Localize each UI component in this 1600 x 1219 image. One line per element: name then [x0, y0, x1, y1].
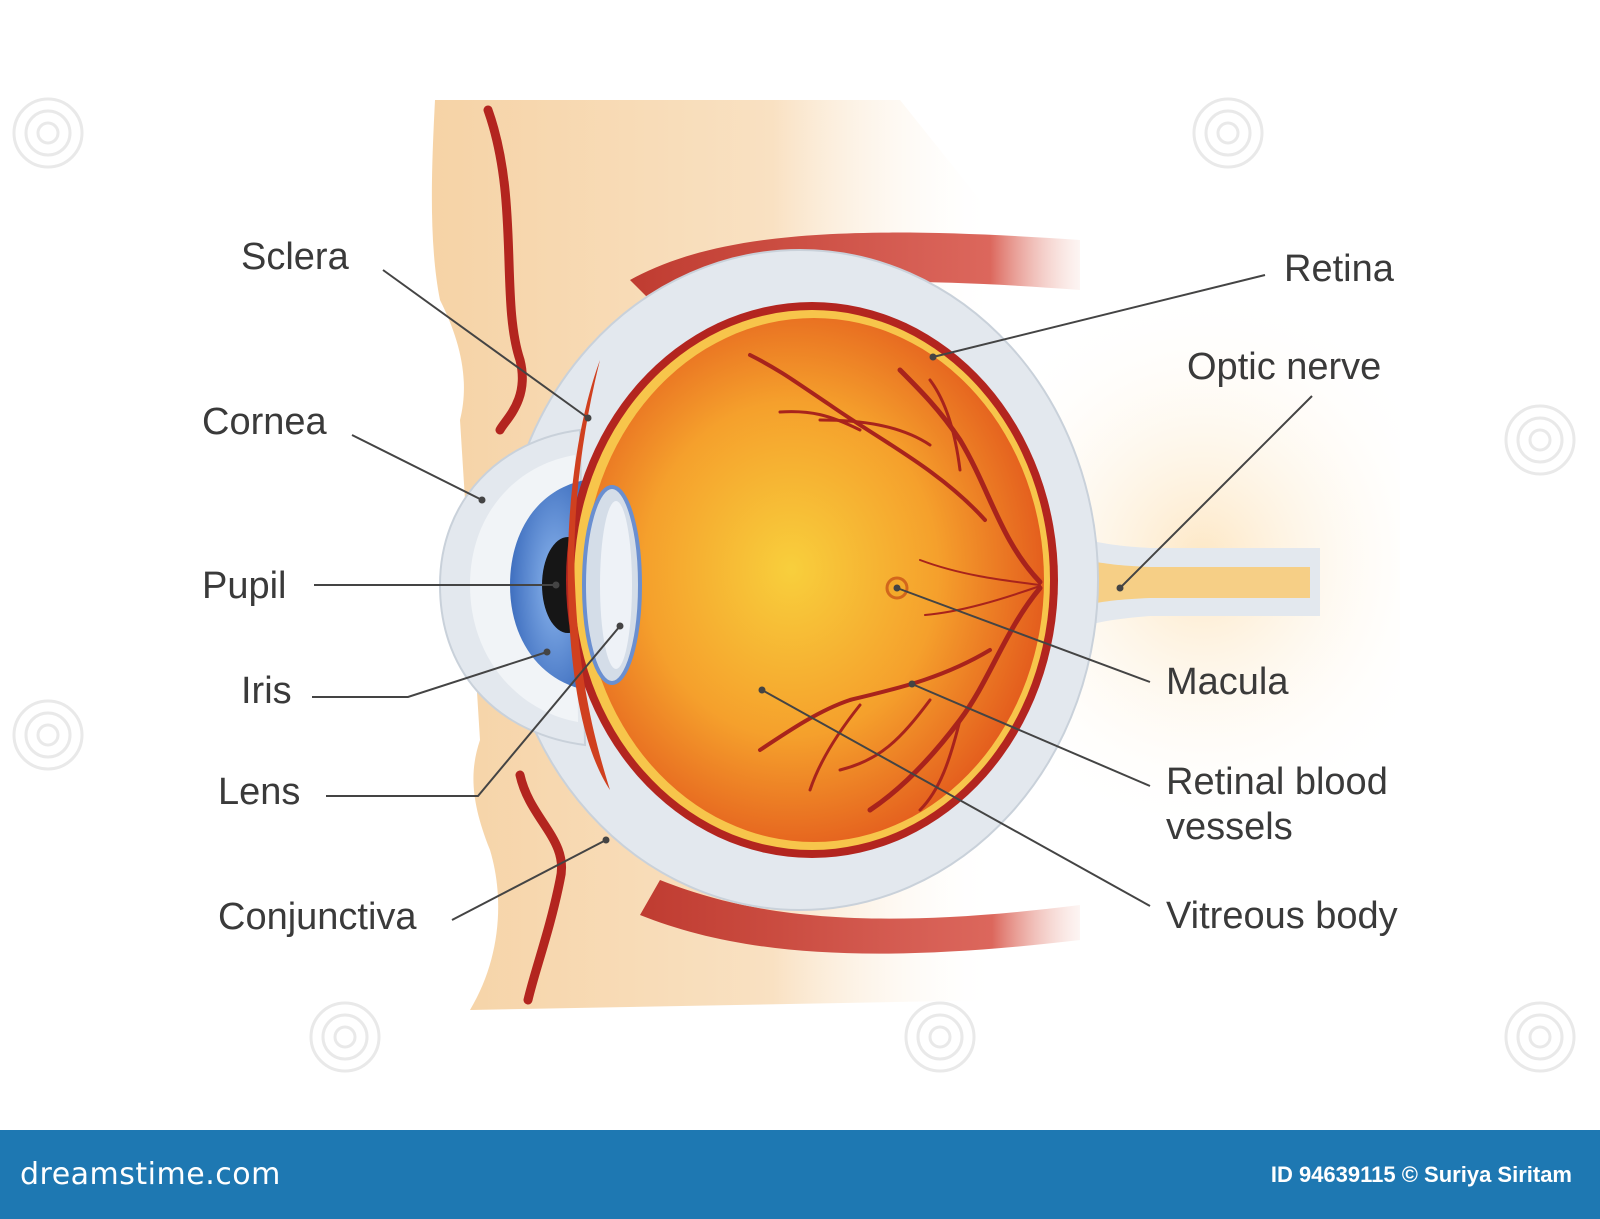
- optic-nerve-leader-dot: [1117, 585, 1124, 592]
- label-retinal-blood-vessels-line1: Retinal blood: [1166, 761, 1388, 803]
- vitreous-body-leader-dot: [759, 687, 766, 694]
- label-sclera: Sclera: [241, 236, 350, 278]
- macula-leader-dot: [894, 585, 901, 592]
- footer-credit: ID 94639115 © Suriya Siritam: [1271, 1162, 1572, 1188]
- label-iris: Iris: [241, 670, 292, 712]
- footer-site-logo[interactable]: dreamstime.com: [20, 1157, 281, 1192]
- watermark-swirl-icon: [14, 701, 82, 769]
- cornea-leader-dot: [479, 497, 486, 504]
- watermark-swirl-icon: [1194, 99, 1262, 167]
- eye-anatomy-diagram: Sclera Cornea Pupil Iris Lens Conjunctiv…: [0, 0, 1600, 1130]
- label-lens: Lens: [218, 771, 300, 813]
- lens-leader-dot: [617, 623, 624, 630]
- iris-leader-dot: [544, 649, 551, 656]
- label-retinal-blood-vessels-line2: vessels: [1166, 806, 1293, 848]
- footer-bar: dreamstime.com ID 94639115 © Suriya Siri…: [0, 1130, 1600, 1219]
- watermark-swirl-icon: [906, 1003, 974, 1071]
- label-pupil: Pupil: [202, 565, 287, 607]
- watermark-swirl-icon: [311, 1003, 379, 1071]
- label-retina: Retina: [1284, 248, 1395, 290]
- retina-leader-dot: [930, 354, 937, 361]
- watermark-swirl-icon: [1506, 1003, 1574, 1071]
- label-macula: Macula: [1166, 661, 1289, 703]
- watermark-swirl-icon: [14, 99, 82, 167]
- watermark-swirl-icon: [1506, 406, 1574, 474]
- retinal-vessels-leader-dot: [909, 681, 916, 688]
- conjunctiva-leader-dot: [603, 837, 610, 844]
- label-optic-nerve: Optic nerve: [1187, 346, 1381, 388]
- sclera-leader-dot: [585, 415, 592, 422]
- label-cornea: Cornea: [202, 401, 327, 443]
- label-conjunctiva: Conjunctiva: [218, 896, 417, 938]
- pupil-leader-dot: [553, 582, 560, 589]
- label-vitreous-body: Vitreous body: [1166, 895, 1398, 937]
